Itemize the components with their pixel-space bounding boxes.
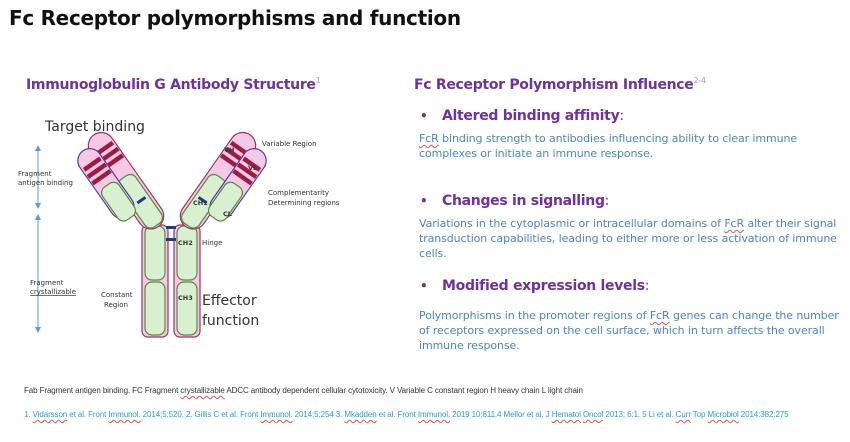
effector-label-line1: Effector: [202, 293, 257, 309]
right-fab-light-chain: [207, 148, 267, 222]
signalling-description: Variations in the cytoplasmic or intrace…: [419, 216, 839, 261]
ref-text: 2013; 6:1. 5 Li et al.: [603, 410, 676, 419]
ref-text: 2014;5:520. 2. Gillis C et al. Front: [140, 410, 261, 419]
ref-text: 2014:382:275: [738, 410, 789, 419]
right-fab-heavy-chain: [179, 131, 257, 230]
bullet-colon: :: [604, 193, 610, 209]
constant-region-label-line1: Constant: [101, 291, 133, 299]
ref-text: Top: [690, 410, 708, 419]
ref-text: et al. Front: [376, 410, 418, 419]
bullet-colon: :: [619, 108, 624, 124]
bullet-icon: •: [420, 194, 428, 208]
ref-text: et al. Front: [67, 410, 109, 419]
description-text: genes can change the number of receptors…: [419, 309, 839, 352]
bullet-title: Altered binding affinity: [442, 108, 620, 124]
fab-range-arrow: [35, 145, 41, 209]
fab-label-line2: antigen binding: [18, 179, 73, 187]
footnote-text: Fab Fragment antigen binding. FC Fragmen…: [24, 386, 181, 395]
fcr-term: FcR: [649, 309, 670, 322]
fcr-term: FcR: [419, 132, 439, 145]
ref-author: Vidarsson: [32, 410, 68, 419]
ch1-label: CH1: [193, 199, 208, 207]
fc-range-arrow: [35, 214, 41, 333]
polymorphism-influence-heading-text: Fc Receptor Polymorphism Influence: [414, 77, 694, 93]
footnote-text: ADCC antibody dependent cellular cytotox…: [224, 386, 583, 395]
bullet-title: Modified expression levels: [442, 278, 645, 294]
description-text: binding strength to antibodies influenci…: [419, 132, 798, 160]
vl-label: VL: [248, 164, 257, 172]
left-fab-disulfide-bond: [136, 196, 147, 205]
ref-journal: Oncol: [582, 410, 604, 419]
cdr-label-line1: Complementarity: [268, 189, 329, 197]
bullet-heading-signalling: • Changes in signalling:: [420, 193, 609, 209]
ref-journal: Microbiol: [707, 410, 739, 419]
cl-label: CL: [223, 210, 232, 218]
hinge-label: Hinge: [202, 239, 222, 247]
bullet-icon: •: [420, 279, 428, 293]
cdr-label-line2: Determining regions: [268, 199, 340, 207]
hinge-disulfide-bond: [166, 238, 176, 241]
ref-text: 1.: [24, 410, 33, 419]
ref-journal: Hematol: [551, 410, 581, 419]
left-fab-light-chain: [77, 148, 137, 222]
binding-affinity-description: FcR binding strength to antibodies influ…: [419, 131, 839, 161]
ch3-label: CH3: [178, 294, 193, 302]
references: 1. Vidarsson et al. Front Immunol. 2014;…: [24, 409, 834, 420]
ref-author: Mkadden: [344, 410, 377, 419]
fab-label-line1: Fragment: [18, 170, 52, 178]
igg-antibody-diagram: Target binding Fragment antigen binding …: [18, 119, 340, 338]
ref-journal: Curr: [675, 410, 691, 419]
ch2-label: CH2: [178, 239, 193, 247]
expression-levels-description: Polymorphisms in the promoter regions of…: [419, 308, 839, 353]
ch3-domain-right: [176, 281, 198, 336]
fcr-term: FcR: [724, 217, 745, 230]
page-title: Fc Receptor polymorphisms and function: [9, 6, 461, 30]
vh-label: VH: [224, 146, 234, 154]
fc-label-line1: Fragment: [30, 279, 64, 287]
description-text: Polymorphisms in the promoter regions of: [419, 309, 650, 322]
bullet-icon: •: [420, 109, 428, 123]
polymorphism-influence-heading: Fc Receptor Polymorphism Influence2-4: [414, 76, 706, 93]
target-binding-label: Target binding: [44, 119, 145, 135]
right-fab-disulfide-bond: [197, 196, 208, 205]
ref-text: 2014;5:254 3.: [292, 410, 345, 419]
antibody-structure-heading-text: Immunoglobulin G Antibody Structure: [26, 77, 316, 93]
reference-marker: 1: [315, 76, 321, 85]
ch2-domain-right: [176, 225, 198, 281]
footnote-term: crystallizable: [180, 386, 225, 395]
fc-label-line2: crystallizable: [30, 288, 76, 296]
description-text: alter their signal transduction capabili…: [419, 217, 837, 260]
ref-journal: Immunol.: [260, 410, 293, 419]
ref-text: 2019 10:811.4 Mellor et al. J: [450, 410, 552, 419]
hinge-disulfide-bond: [166, 226, 176, 229]
ref-journal: Immunol.: [108, 410, 141, 419]
reference-marker: 2-4: [693, 76, 706, 85]
constant-region-label-line2: Region: [104, 301, 128, 309]
bullet-heading-expression-levels: • Modified expression levels:: [420, 278, 650, 294]
antibody-structure-heading: Immunoglobulin G Antibody Structure1: [26, 76, 321, 93]
description-text: Variations in the cytoplasmic or intrace…: [419, 217, 725, 230]
ref-journal: Immunol.: [417, 410, 450, 419]
bullet-heading-binding-affinity: • Altered binding affinity:: [420, 108, 624, 124]
ch2-domain-left: [144, 225, 166, 281]
variable-region-label: Variable Region: [262, 140, 317, 148]
effector-label-line2: function: [202, 313, 259, 329]
bullet-title: Changes in signalling: [442, 193, 605, 209]
abbreviations-footnote: Fab Fragment antigen binding. FC Fragmen…: [24, 386, 583, 395]
bullet-colon: :: [644, 278, 650, 294]
ch3-domain-left: [144, 281, 166, 336]
